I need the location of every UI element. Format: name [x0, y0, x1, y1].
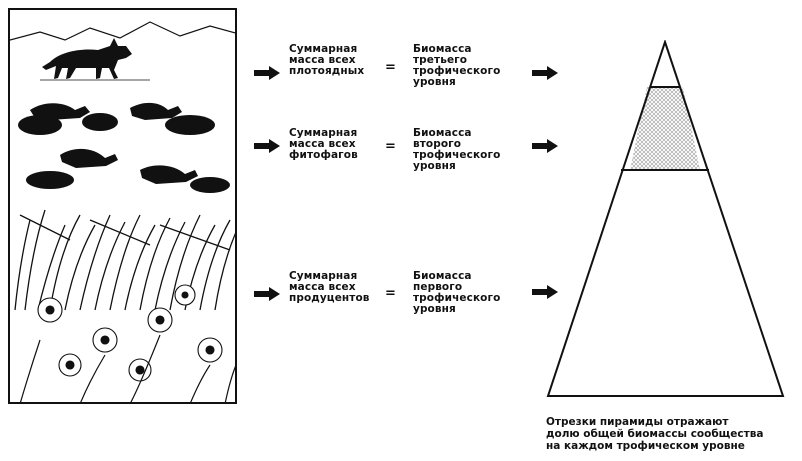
level-3-left-label: Суммарная масса всех плотоядных: [289, 43, 365, 77]
level-2-right-label: Биомасса второго трофического уровня: [413, 127, 501, 172]
pyramid-level-2: [630, 87, 700, 170]
arrow-right-icon: [532, 139, 558, 153]
arrow-right-icon: [254, 139, 280, 153]
level-1-left-label: Суммарная масса всех продуцентов: [289, 270, 370, 304]
weasel-icon: [30, 102, 198, 184]
shrubs: [18, 113, 230, 193]
flower-icon: [37, 284, 223, 382]
level-1-equals: =: [385, 286, 396, 301]
arrow-right-icon: [532, 66, 558, 80]
level-2-left-label: Суммарная масса всех фитофагов: [289, 127, 358, 161]
pyramid-caption: Отрезки пирамиды отражают долю общей био…: [546, 416, 764, 452]
wolf-icon: [42, 38, 132, 79]
level-3-equals: =: [385, 60, 396, 75]
arrow-right-icon: [254, 287, 280, 301]
level-1-right-label: Биомасса первого трофического уровня: [413, 270, 501, 315]
biomass-pyramid: [546, 40, 785, 397]
level-3-right-label: Биомасса третьего трофического уровня: [413, 43, 501, 88]
arrow-right-icon: [532, 285, 558, 299]
ecosystem-illustration: [8, 8, 237, 404]
grass-icon: [14, 209, 235, 311]
level-2-equals: =: [385, 139, 396, 154]
pyramid-outline: [546, 40, 785, 397]
ecosystem-scene: [10, 21, 235, 402]
mountains: [10, 21, 235, 41]
leaves: [19, 334, 235, 402]
arrow-right-icon: [254, 66, 280, 80]
